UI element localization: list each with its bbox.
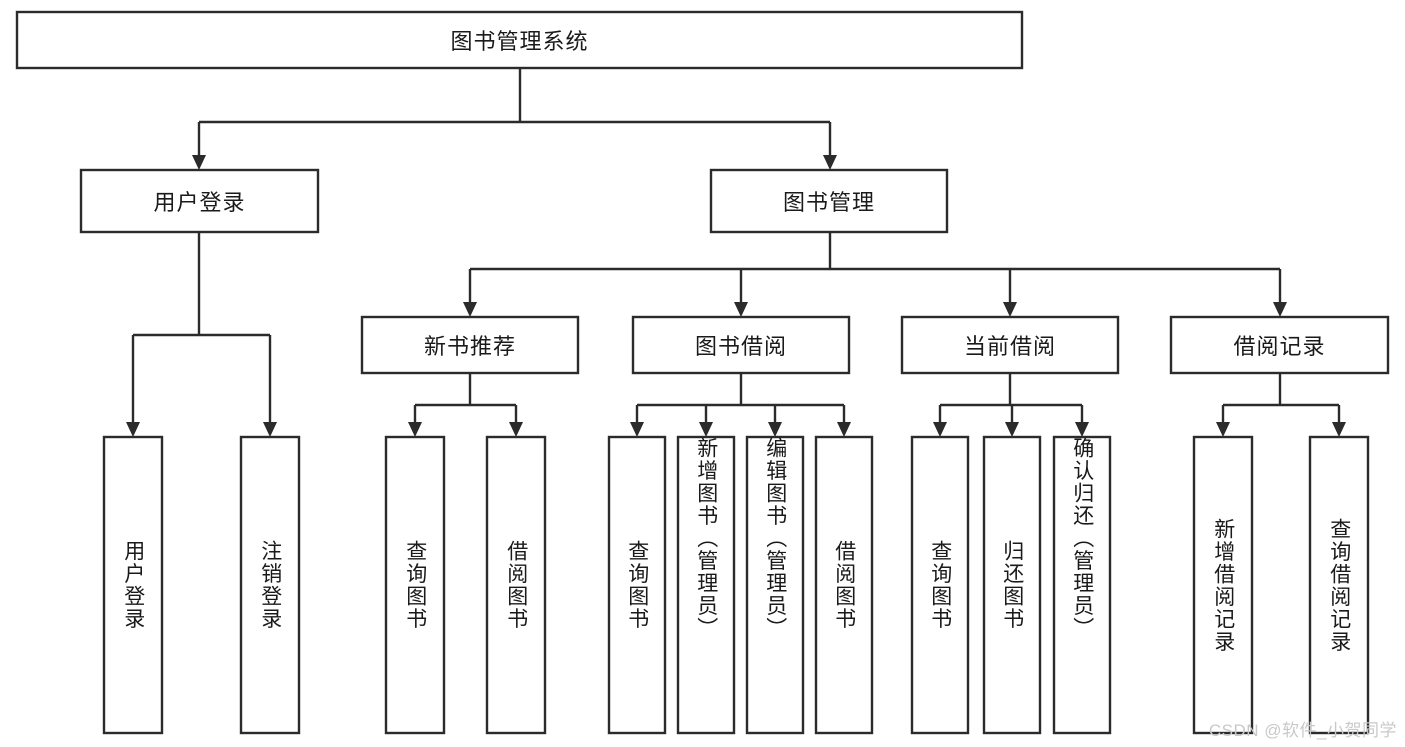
node-leaf-return-book[interactable]	[982, 435, 1042, 735]
node-leaf-query-book-borrow[interactable]	[607, 435, 667, 735]
node-leaf-user-login[interactable]	[102, 435, 164, 735]
arrowhead-leaf-add-book	[699, 422, 713, 437]
node-borrow-record[interactable]	[1169, 315, 1390, 375]
node-root[interactable]	[15, 10, 1024, 70]
arrowhead-leaf-query-borrow-record	[1332, 422, 1346, 437]
node-book-manage[interactable]	[709, 168, 949, 234]
node-leaf-add-borrow-record[interactable]	[1192, 435, 1254, 735]
arrowhead-book-borrow	[734, 302, 748, 317]
node-book-borrow[interactable]	[631, 315, 851, 375]
node-leaf-query-book-rec[interactable]	[384, 435, 446, 735]
arrowhead-leaf-query-book-rec	[408, 422, 422, 437]
arrowhead-current-borrow	[1003, 302, 1017, 317]
node-leaf-query-borrow-record[interactable]	[1308, 435, 1370, 735]
node-leaf-borrow-book-rec[interactable]	[485, 435, 547, 735]
arrowhead-leaf-confirm-return	[1075, 422, 1089, 437]
arrowhead-leaf-user-login	[126, 422, 140, 437]
arrowhead-user-login	[192, 155, 206, 170]
node-user-login[interactable]	[79, 168, 320, 234]
node-leaf-edit-book[interactable]	[745, 435, 805, 735]
arrowhead-leaf-query-book-borrow	[630, 422, 644, 437]
node-leaf-query-book-cur[interactable]	[910, 435, 970, 735]
arrowhead-leaf-return-book	[1005, 422, 1019, 437]
arrowhead-borrow-record	[1273, 302, 1287, 317]
arrowhead-leaf-add-borrow-record	[1216, 422, 1230, 437]
node-current-borrow[interactable]	[900, 315, 1120, 375]
node-leaf-confirm-return[interactable]	[1052, 435, 1112, 735]
arrowhead-leaf-query-book-cur	[933, 422, 947, 437]
node-leaf-user-logout[interactable]	[239, 435, 301, 735]
node-leaf-borrow-book[interactable]	[814, 435, 874, 735]
node-new-book-rec[interactable]	[360, 315, 580, 375]
arrowhead-leaf-borrow-book-rec	[509, 422, 523, 437]
node-leaf-add-book[interactable]	[676, 435, 736, 735]
arrowhead-leaf-user-logout	[263, 422, 277, 437]
arrowhead-book-manage	[823, 155, 837, 170]
arrowhead-leaf-borrow-book	[837, 422, 851, 437]
arrowhead-leaf-edit-book	[768, 422, 782, 437]
arrowhead-new-book-rec	[463, 302, 477, 317]
